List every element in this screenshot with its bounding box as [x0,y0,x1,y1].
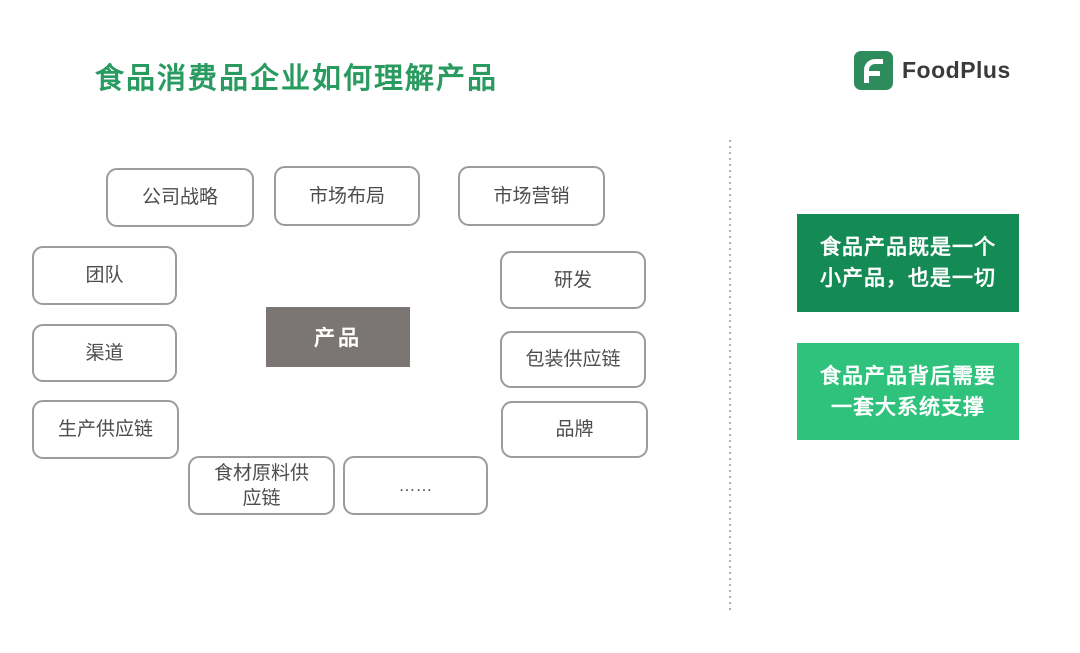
node-ellipsis: …… [343,456,488,515]
node-product-center: 产品 [266,307,410,367]
page-title: 食品消费品企业如何理解产品 [95,63,499,95]
foodplus-f-icon [854,50,893,90]
foodplus-logo: FoodPlus [854,50,1011,90]
node-production-supply-chain: 生产供应链 [32,400,179,459]
node-brand: 品牌 [501,401,648,458]
logo-text: FoodPlus [902,56,1011,83]
callout-product-is-everything: 食品产品既是一个 小产品，也是一切 [797,214,1019,312]
node-packaging-supply-chain: 包装供应链 [500,331,646,388]
node-market-layout: 市场布局 [274,166,420,226]
node-ingredient-supply-chain: 食材原料供 应链 [188,456,335,515]
node-channel: 渠道 [32,324,177,382]
node-marketing: 市场营销 [458,166,605,226]
dotted-divider [729,140,731,614]
callout-big-system-support: 食品产品背后需要 一套大系统支撑 [797,343,1019,440]
node-research-development: 研发 [500,251,646,309]
node-team: 团队 [32,246,177,305]
node-company-strategy: 公司战略 [106,168,254,227]
